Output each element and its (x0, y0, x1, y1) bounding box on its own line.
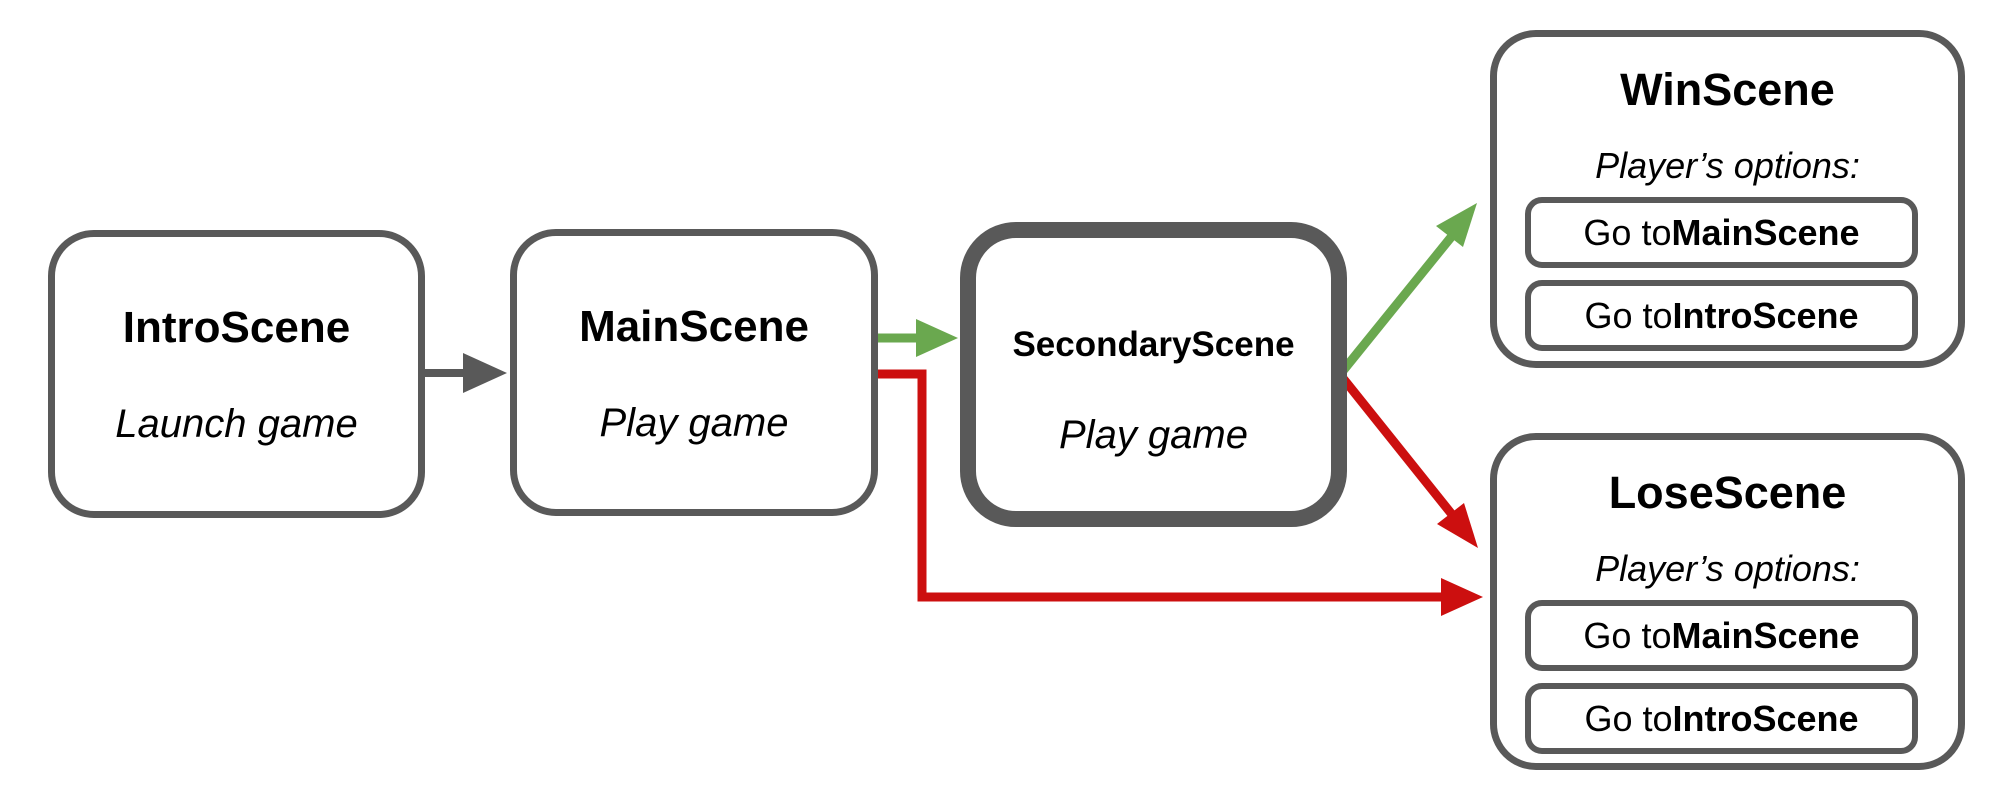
losescene-option-go-to-mainscene: Go to MainScene (1525, 600, 1918, 671)
option-prefix: Go to (1583, 614, 1672, 656)
node-secondaryscene: SecondaryScene Play game (960, 222, 1347, 527)
arrow-main-to-secondary (878, 319, 958, 357)
option-target: MainScene (1671, 211, 1860, 253)
arrow-intro-to-main (425, 353, 507, 393)
losescene-option-go-to-introscene: Go to IntroScene (1525, 683, 1918, 754)
node-losescene: LoseScene Player’s options: Go to MainSc… (1490, 433, 1965, 770)
secondaryscene-description: Play game (1059, 413, 1248, 457)
introscene-title: IntroScene (122, 303, 351, 352)
arrow-secondary-to-win (1338, 203, 1477, 375)
option-target: IntroScene (1672, 697, 1859, 739)
arrow-secondary-to-lose (1338, 374, 1478, 548)
option-prefix: Go to (1584, 294, 1673, 336)
option-prefix: Go to (1583, 211, 1672, 253)
winscene-title: WinScene (1620, 64, 1835, 115)
winscene-subtitle: Player’s options: (1595, 145, 1860, 186)
node-winscene: WinScene Player’s options: Go to MainSce… (1490, 30, 1965, 368)
winscene-option-go-to-mainscene: Go to MainScene (1525, 197, 1918, 268)
mainscene-description: Play game (599, 401, 789, 445)
secondaryscene-title: SecondaryScene (1012, 325, 1295, 364)
node-mainscene: MainScene Play game (510, 229, 878, 516)
option-prefix: Go to (1584, 697, 1673, 739)
losescene-subtitle: Player’s options: (1595, 548, 1860, 589)
losescene-title: LoseScene (1608, 467, 1847, 518)
introscene-description: Launch game (115, 402, 358, 446)
winscene-option-go-to-introscene: Go to IntroScene (1525, 280, 1918, 351)
option-target: IntroScene (1672, 294, 1859, 336)
node-introscene: IntroScene Launch game (48, 230, 425, 518)
option-target: MainScene (1671, 614, 1860, 656)
mainscene-title: MainScene (579, 302, 809, 351)
